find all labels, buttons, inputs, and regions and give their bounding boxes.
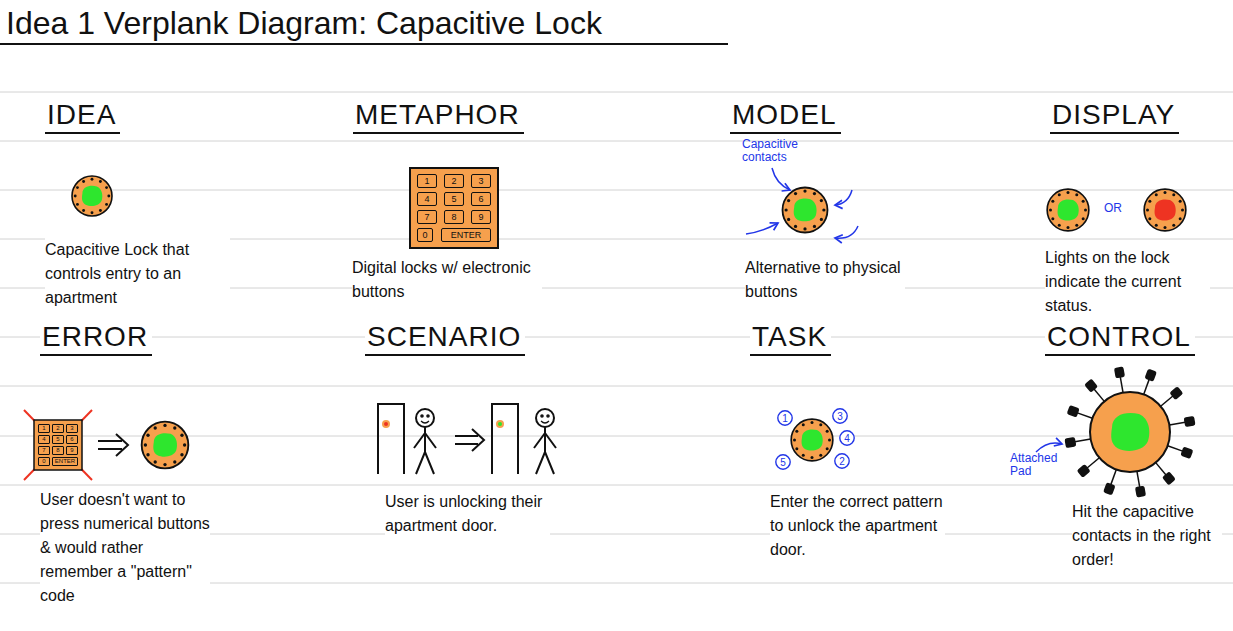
lock-icon: [72, 176, 112, 216]
contact-arrows: [746, 168, 858, 238]
callout-number: 2: [834, 453, 850, 469]
implies-arrow: [98, 434, 128, 456]
pad-leader: [1036, 443, 1062, 452]
key-label: 7: [424, 212, 429, 222]
keypad-key: 8: [444, 210, 464, 224]
key-label: 5: [56, 436, 59, 443]
callout-number: 1: [777, 410, 793, 426]
key-label: 2: [56, 425, 59, 432]
annotation: Capacitive contacts: [742, 138, 820, 164]
key-label: 6: [70, 436, 73, 443]
keypad-key: 7: [38, 446, 50, 455]
keypad-key: 3: [471, 174, 491, 188]
keypad-body: [410, 168, 498, 248]
panel-description: Alternative to physical buttons: [745, 256, 905, 304]
callout-label: 2: [839, 456, 845, 467]
key-label: 2: [451, 176, 456, 186]
key-label: 4: [42, 436, 45, 443]
keypad-key: 0: [417, 228, 433, 242]
panel-heading: MODEL: [730, 100, 841, 134]
key-label: 4: [424, 194, 429, 204]
key-label: 6: [478, 194, 483, 204]
panel-heading: DISPLAY: [1050, 100, 1179, 134]
control-pads: [1065, 367, 1194, 496]
keypad-key: ENTER: [52, 457, 78, 466]
panel-heading: TASK: [750, 322, 831, 356]
door: [492, 404, 518, 474]
keypad-key: 4: [417, 192, 437, 206]
keypad-key: 6: [66, 435, 78, 444]
callout-number: 3: [832, 408, 848, 424]
key-label: 8: [56, 447, 59, 454]
keypad-key: 8: [52, 446, 64, 455]
lock-green-status: [1047, 189, 1089, 231]
keypad-key: 0: [38, 457, 50, 466]
keypad-key: 2: [444, 174, 464, 188]
key-label: 0: [422, 230, 427, 240]
key-label: 8: [451, 212, 456, 222]
key-label: 5: [451, 194, 456, 204]
keypad-key: 4: [38, 435, 50, 444]
implies-arrow: [455, 429, 484, 451]
lock-icon: [791, 419, 833, 461]
panel-description: User doesn't want to press numerical but…: [40, 488, 210, 608]
panel-description: Enter the correct pattern to unlock the …: [770, 490, 945, 562]
door: [378, 404, 404, 474]
keypad-key: 9: [66, 446, 78, 455]
person: [414, 409, 436, 474]
keypad-key: ENTER: [441, 228, 491, 242]
key-label: 3: [478, 176, 483, 186]
panel-heading: ERROR: [40, 322, 152, 356]
keypad-body: [34, 420, 82, 470]
key-label: 1: [424, 176, 429, 186]
panel-heading: CONTROL: [1045, 322, 1195, 356]
panel-description: User is unlocking their apartment door.: [385, 490, 550, 538]
keypad-key: 1: [38, 424, 50, 433]
keypad-key: 2: [52, 424, 64, 433]
annotation: Attached Pad: [1010, 452, 1060, 478]
diagram-title: Idea 1 Verplank Diagram: Capacitive Lock: [6, 6, 602, 40]
keypad-key: 1: [417, 174, 437, 188]
panel-heading: SCENARIO: [365, 322, 525, 356]
key-label: 9: [478, 212, 483, 222]
key-label: 0: [42, 458, 45, 465]
panel-description: Digital locks w/ electronic buttons: [352, 256, 542, 304]
key-label: 9: [70, 447, 73, 454]
lock-icon: [783, 188, 828, 233]
callout-label: 1: [782, 413, 788, 424]
control-lock: [1090, 392, 1170, 472]
key-label: 7: [42, 447, 45, 454]
title-underline: [0, 43, 728, 45]
key-label: 3: [70, 425, 73, 432]
lock-red-status: [1144, 189, 1186, 231]
panel-heading: IDEA: [45, 100, 120, 134]
key-label: ENTER: [451, 230, 482, 240]
callout-number: 4: [839, 430, 855, 446]
panel-heading: METAPHOR: [353, 100, 524, 134]
key-label: 1: [42, 425, 45, 432]
keypad-key: 5: [52, 435, 64, 444]
panel-description: Hit the capacitive contacts in the right…: [1072, 500, 1222, 572]
annotation: OR: [1104, 202, 1122, 215]
keypad-key: 5: [444, 192, 464, 206]
callout-label: 3: [837, 411, 843, 422]
callout-label: 4: [844, 433, 850, 444]
key-label: ENTER: [55, 458, 75, 465]
callout-number: 5: [775, 454, 791, 470]
person: [534, 409, 556, 474]
panel-description: Capacitive Lock that controls entry to a…: [45, 238, 230, 310]
keypad-key: 9: [471, 210, 491, 224]
error-cross: [24, 410, 92, 480]
keypad-key: 6: [471, 192, 491, 206]
callout-label: 5: [780, 457, 786, 468]
keypad-key: 7: [417, 210, 437, 224]
panel-description: Lights on the lock indicate the current …: [1045, 246, 1210, 318]
lock-icon: [142, 422, 189, 469]
keypad-key: 3: [66, 424, 78, 433]
